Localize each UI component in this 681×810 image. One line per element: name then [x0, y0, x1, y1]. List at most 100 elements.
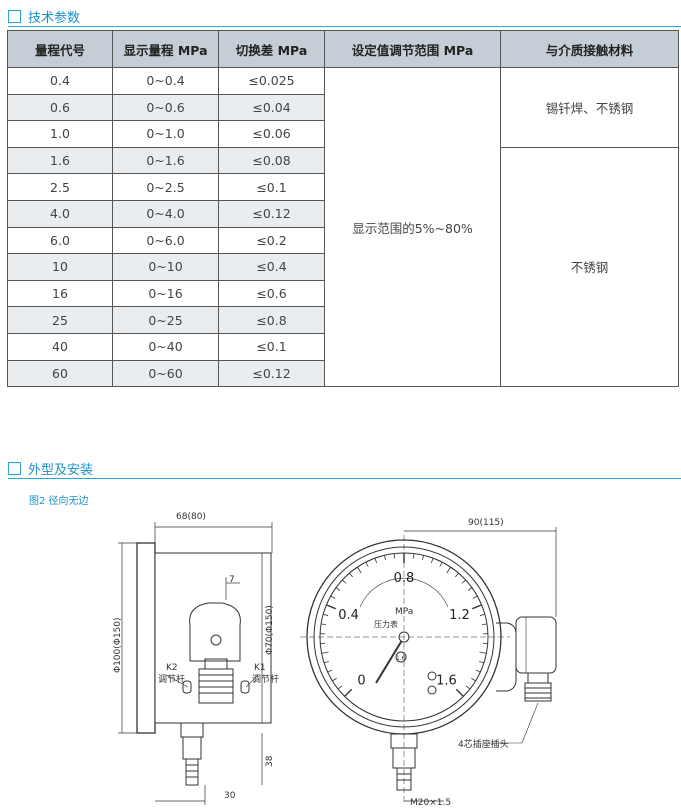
section-checkbox-icon: [8, 10, 21, 23]
minor-tick: [342, 579, 347, 584]
dial-class: 1.6: [396, 655, 406, 662]
table-cell: ≤0.025: [218, 67, 325, 95]
minor-tick: [461, 579, 466, 584]
table-cell: 0~4.0: [112, 199, 219, 228]
dim-socket-dia: Φ70(Φ150): [265, 605, 275, 655]
minor-tick: [467, 587, 473, 591]
material-cell: 不锈钢: [500, 146, 679, 388]
table-cell: ≤0.12: [218, 199, 325, 228]
minor-tick: [412, 553, 415, 559]
dial-unit: MPa: [395, 607, 413, 617]
minor-tick: [320, 623, 327, 626]
column-header: 显示量程 MPa: [112, 30, 219, 68]
table-cell: 1.6: [7, 146, 113, 175]
table-cell: ≤0.2: [218, 226, 325, 255]
table-cell: 0~40: [112, 332, 219, 361]
minor-tick: [446, 566, 452, 574]
label-k2-text: 调节杆: [158, 673, 185, 685]
minor-tick: [479, 651, 487, 654]
table-cell: 10: [7, 253, 113, 281]
table-cell: ≤0.4: [218, 253, 325, 281]
socket-base: [198, 668, 234, 704]
dim-offset: 7: [229, 575, 235, 585]
dial-tick-label: 0.8: [394, 571, 415, 586]
minor-tick: [472, 595, 478, 599]
minor-tick: [384, 555, 386, 561]
table-cell: 1.0: [7, 120, 113, 148]
minor-tick: [481, 623, 488, 626]
socket-boss: [189, 602, 241, 662]
column-header: 设定值调节范围 MPa: [324, 30, 501, 68]
minor-tick: [439, 561, 443, 567]
spec-table: 量程代号 显示量程 MPa 切换差 MPa 设定值调节范围 MPa 与介质接触材…: [7, 30, 679, 388]
minor-tick: [335, 587, 341, 591]
label-k1: K1: [254, 663, 266, 673]
minor-tick: [349, 572, 353, 578]
minor-tick: [422, 555, 424, 561]
k2-knob: [182, 680, 192, 694]
front-view: [300, 527, 557, 805]
major-tick: [326, 604, 336, 610]
minor-tick: [430, 558, 434, 564]
table-header-row: 量程代号 显示量程 MPa 切换差 MPa 设定值调节范围 MPa 与介质接触材…: [7, 30, 679, 68]
minor-tick: [365, 561, 369, 567]
table-cell: 0~0.4: [112, 67, 219, 95]
stem-thread: [185, 758, 199, 786]
minor-tick: [471, 677, 476, 682]
section-title: 外型及安装: [28, 463, 94, 478]
dim-width: 30: [224, 791, 236, 801]
dial-name: 压力表: [374, 619, 398, 629]
table-cell: 0~6.0: [112, 226, 219, 255]
section-header-tech: 技术参数: [8, 7, 80, 26]
minor-tick: [323, 661, 329, 664]
plug-gland: [524, 682, 552, 702]
minor-tick: [337, 685, 343, 690]
outline-drawing: 68(80) 7 Φ100(Φ150) Φ70(Φ150) 38 30 K2 调…: [113, 512, 557, 808]
section-checkbox-icon: [8, 462, 21, 475]
gauge-needle: [375, 636, 405, 684]
minor-tick: [330, 595, 336, 599]
major-tick: [455, 688, 464, 697]
figure-caption: 图2 径向无边: [29, 496, 89, 507]
table-cell: ≤0.8: [218, 306, 325, 334]
class-circle: [395, 651, 407, 663]
minor-tick: [323, 613, 329, 616]
table-cell: 0~2.5: [112, 173, 219, 201]
dial-tick-label: 1.2: [449, 608, 470, 623]
minor-tick: [327, 669, 333, 673]
stem-hex: [182, 736, 202, 760]
table-cell: ≤0.04: [218, 93, 325, 122]
dial-tick-label: 0: [357, 673, 365, 688]
minor-tick: [479, 613, 485, 616]
table-cell: 4.0: [7, 199, 113, 228]
minor-tick: [393, 553, 396, 559]
dim-thread: M20×1.5: [410, 798, 451, 808]
table-cell: 6.0: [7, 226, 113, 255]
minor-tick: [321, 651, 329, 654]
table-cell: 0~1.0: [112, 120, 219, 148]
dial-tick-label: 1.6: [436, 673, 457, 688]
table-cell: ≤0.1: [218, 173, 325, 201]
minor-tick: [356, 566, 362, 574]
table-cell: ≤0.6: [218, 279, 325, 308]
minor-tick: [465, 685, 471, 690]
minor-tick: [332, 677, 337, 682]
table-cell: ≤0.08: [218, 146, 325, 175]
label-k2: K2: [166, 663, 178, 673]
dial-labels: 00.40.81.21.6: [338, 571, 470, 688]
table-cell: 0.4: [7, 67, 113, 95]
table-cell: 16: [7, 279, 113, 308]
gauge-body-side: [136, 542, 156, 734]
dial-ticks: [320, 553, 488, 697]
material-cell: 锡钎焊、不锈钢: [500, 67, 679, 148]
column-header: 切换差 MPa: [218, 30, 325, 68]
table-cell: 40: [7, 332, 113, 361]
stem-collar: [180, 722, 204, 738]
